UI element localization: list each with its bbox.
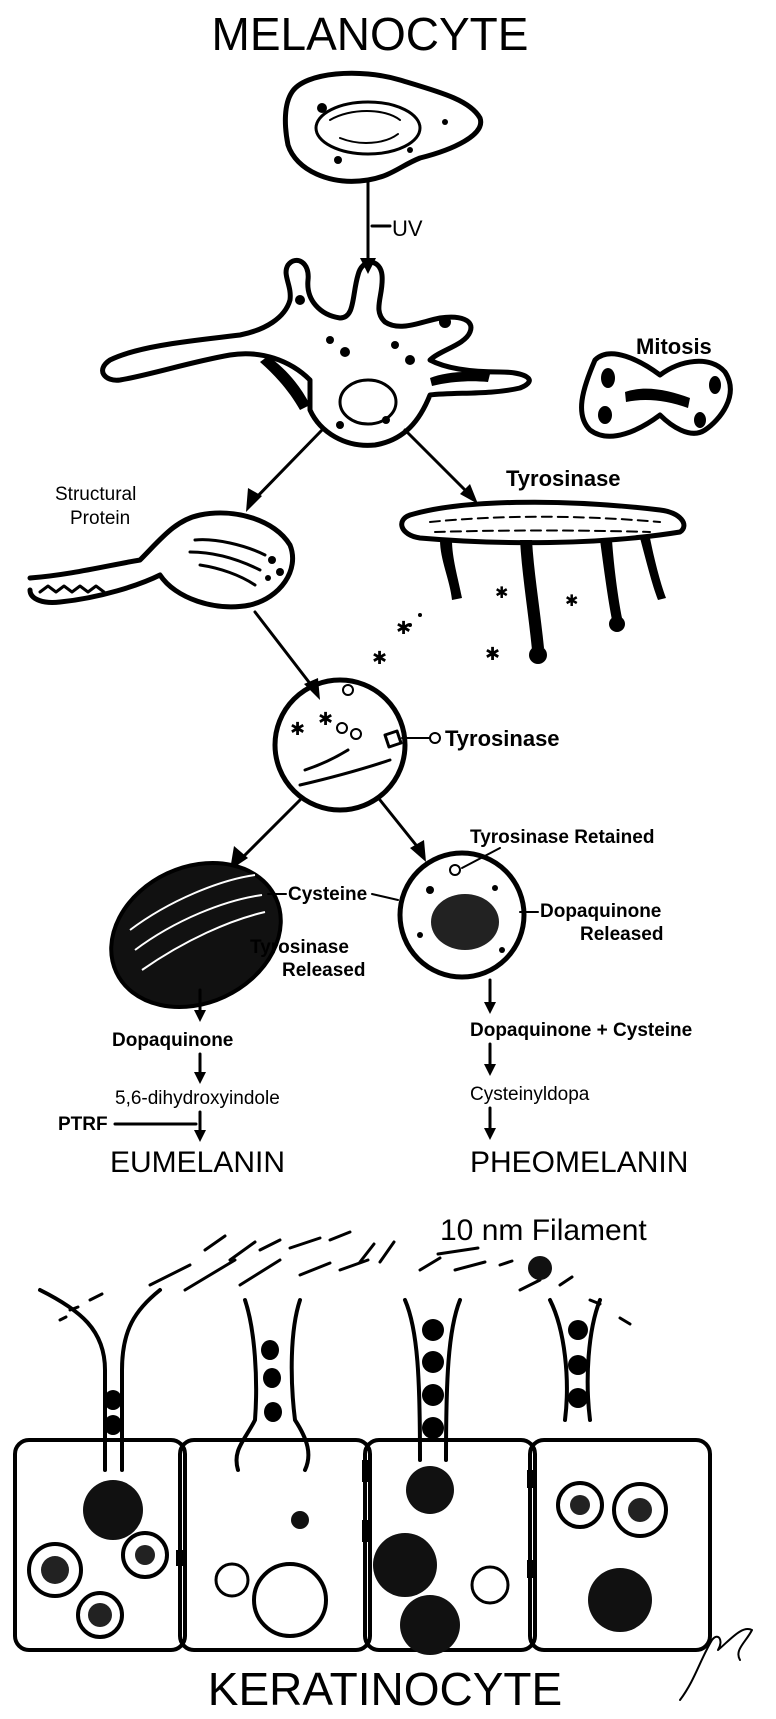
label-tyrosinase-top: Tyrosinase xyxy=(506,466,621,491)
svg-text:✱: ✱ xyxy=(318,709,333,729)
pheomelanosome xyxy=(400,853,524,977)
premelanosome: ✱ ✱ xyxy=(275,680,405,810)
label-structural-2: Protein xyxy=(70,508,130,529)
label-tyrosinase-mid: Tyrosinase xyxy=(445,726,560,751)
dendritic-melanocyte xyxy=(103,260,530,445)
label-tyrosinase-released-1: Tyrosinase xyxy=(250,937,349,958)
label-filament: 10 nm Filament xyxy=(440,1214,647,1247)
label-dopaquinone-released-2: Released xyxy=(580,924,663,945)
svg-text:✱: ✱ xyxy=(485,644,500,664)
svg-text:✱: ✱ xyxy=(290,719,305,739)
label-tyrosinase-retained: Tyrosinase Retained xyxy=(470,827,654,848)
label-structural-1: Structural xyxy=(55,484,136,505)
svg-text:✱: ✱ xyxy=(372,648,387,668)
keratinocyte-melanosome-complexes xyxy=(29,1466,666,1655)
label-eumelanin: EUMELANIN xyxy=(110,1146,285,1179)
svg-text:✱: ✱ xyxy=(396,618,411,638)
title-melanocyte: MELANOCYTE xyxy=(212,8,529,60)
label-dihydroxyindole: 5,6-dihydroxyindole xyxy=(115,1088,280,1109)
label-dopaquinone: Dopaquinone xyxy=(112,1030,233,1051)
endoplasmic-reticulum: ✱ ✱ xyxy=(402,502,684,664)
melanocyte-dendrites xyxy=(40,1290,600,1470)
title-keratinocyte: KERATINOCYTE xyxy=(208,1663,562,1715)
svg-text:✱: ✱ xyxy=(495,585,508,602)
dendrite-melanosomes xyxy=(104,1256,588,1439)
label-mitosis: Mitosis xyxy=(636,334,712,359)
tyrosinase-transport-dots: ✱ ✱ ✱ xyxy=(372,613,500,668)
label-cysteinyldopa: Cysteinyldopa xyxy=(470,1084,590,1105)
label-uv: UV xyxy=(392,216,423,241)
mitosis-cell xyxy=(582,354,731,436)
eumelanosome xyxy=(88,836,305,1034)
uv-arrow xyxy=(360,182,390,274)
label-tyrosinase-released-2: Released xyxy=(282,960,365,981)
artist-signature xyxy=(680,1629,752,1700)
label-pheomelanin: PHEOMELANIN xyxy=(470,1146,688,1179)
label-ptrf: PTRF xyxy=(58,1114,108,1135)
label-cysteine: Cysteine xyxy=(288,884,367,905)
label-dopaquinone-cysteine: Dopaquinone + Cysteine xyxy=(470,1020,692,1041)
label-dopaquinone-released-1: Dopaquinone xyxy=(540,901,661,922)
svg-text:✱: ✱ xyxy=(565,593,578,610)
melanocyte-cell xyxy=(285,73,480,181)
